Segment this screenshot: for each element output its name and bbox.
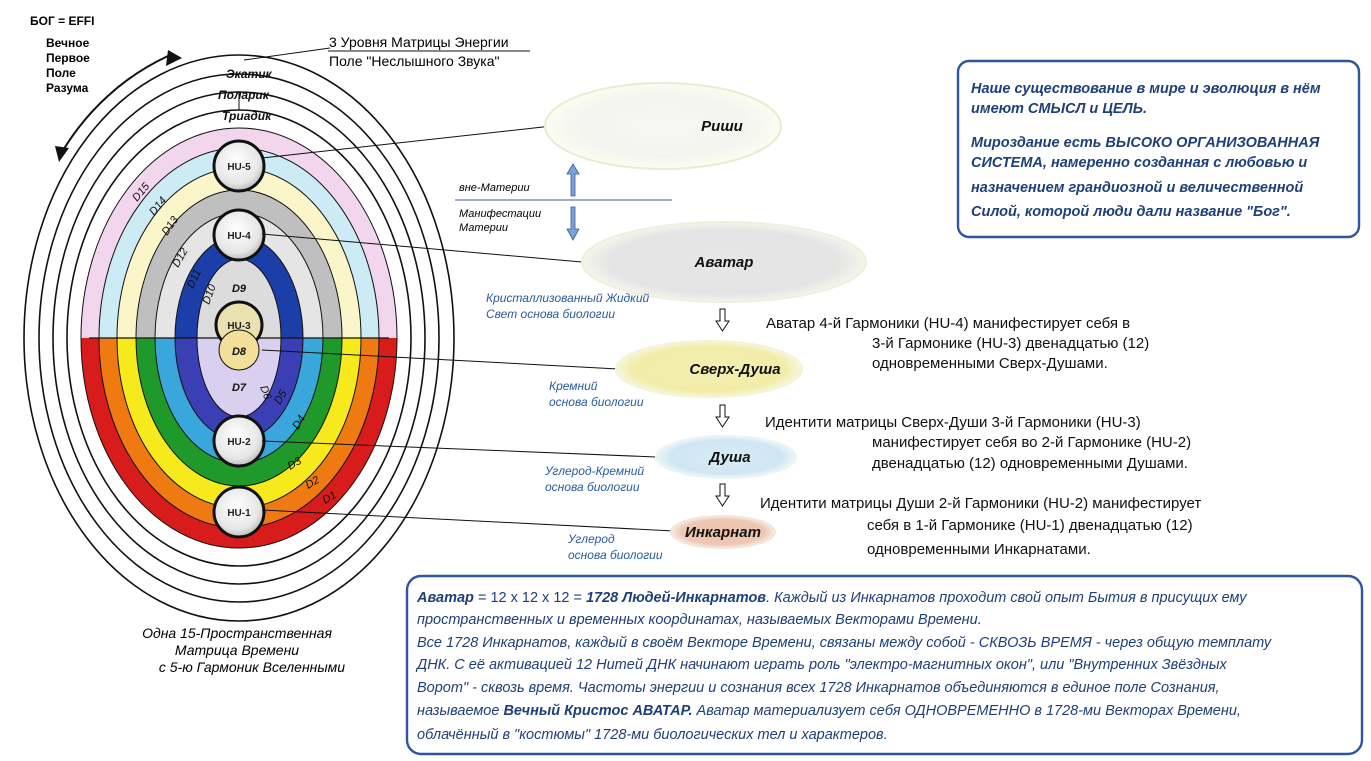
description-line: одновременными Инкарнатами.	[867, 541, 1091, 558]
energy-levels-title: 3 Уровня Матрицы Энергии Поле "Неслышног…	[243, 34, 530, 69]
avatar-text: . Каждый из Инкарнатов проходит свой опы…	[766, 590, 1247, 606]
side-label-line: основа биологии	[549, 395, 644, 409]
description-line: двенадцатью (12) одновременными Душами.	[872, 455, 1188, 472]
matrix-caption-line: Матрица Времени	[175, 642, 299, 658]
avatar-formula: = 12 x 12 x 12 =	[474, 590, 586, 606]
down-arrow-icon	[566, 206, 580, 241]
matrix-caption-line: Одна 15-Пространственная	[142, 625, 332, 641]
avatar-explanation-line: Аватар = 12 x 12 x 12 = 1728 Людей-Инкар…	[416, 590, 1247, 606]
god-header: БОГ = EFFI Вечное Первое Поле Разума	[30, 14, 94, 95]
avatar-term: Аватар	[416, 590, 474, 606]
ring-label-polarik: Поларик	[218, 88, 270, 102]
avatar-text: называемое	[417, 703, 503, 719]
level-label: Риши	[701, 118, 743, 135]
down-arrow-icon	[715, 404, 730, 428]
god-subtitle-line: Первое	[46, 51, 90, 65]
avatar-explanation-box: Аватар = 12 x 12 x 12 = 1728 Людей-Инкар…	[405, 574, 1364, 756]
energy-title-line: Поле "Неслышного Звука"	[329, 53, 500, 69]
avatar-text: Аватар материализует себя ОДНОВРЕМЕННО в…	[693, 703, 1241, 719]
purpose-box: Наше существование в мире и эволюция в н…	[956, 59, 1361, 239]
rotation-arrow	[55, 50, 182, 162]
harmonic-label: HU-1	[227, 508, 251, 519]
level-oversoul	[615, 340, 803, 398]
purpose-line: Силой, которой люди дали название "Бог".	[971, 204, 1291, 220]
dim-label-center: D7	[232, 382, 247, 394]
up-arrow-icon	[566, 163, 580, 197]
energy-title-line: 3 Уровня Матрицы Энергии	[329, 34, 509, 50]
level-soul	[655, 435, 797, 479]
side-label-line: Углерод-Кремний	[544, 464, 644, 478]
christos-avatar-term: Вечный Кристос АВАТАР.	[503, 703, 692, 719]
description-line: Аватар 4-й Гармоники (HU-4) манифестируе…	[766, 315, 1130, 332]
description-line: манифестирует себя во 2-й Гармонике (HU-…	[872, 434, 1191, 451]
harmonic-label: HU-4	[227, 231, 251, 242]
level-label: Аватар	[694, 254, 754, 271]
level-label: Душа	[707, 449, 750, 466]
level-avatar	[581, 221, 867, 303]
description-line: Идентити матрицы Души 2-й Гармоники (HU-…	[760, 495, 1201, 512]
connector-lines	[261, 125, 675, 532]
down-arrow-icon	[715, 483, 730, 507]
description-line: Идентити матрицы Сверх-Души 3-й Гармоник…	[765, 414, 1141, 431]
side-label-line: основа биологии	[568, 548, 663, 562]
dim-label-center: D8	[232, 346, 247, 358]
level-label: Инкарнат	[685, 524, 761, 541]
harmonic-label: HU-3	[227, 321, 251, 332]
avatar-explanation-line: пространственных и временных координатах…	[417, 612, 982, 628]
purpose-line: Мироздание есть ВЫСОКО ОРГАНИЗОВАННАЯ	[971, 135, 1320, 151]
harmonic-label: HU-5	[227, 162, 251, 173]
dim-label-center: D9	[232, 283, 247, 295]
god-title: БОГ = EFFI	[30, 14, 94, 28]
purpose-line: назначением грандиозной и величественной	[971, 180, 1303, 196]
side-label-line: Кристаллизованный Жидкий	[486, 291, 650, 305]
description-line: 3-й Гармонике (HU-3) двенадцатью (12)	[872, 335, 1149, 352]
avatar-explanation-line: называемое Вечный Кристос АВАТАР. Аватар…	[417, 703, 1241, 719]
hierarchy-chain: Риши вне-Материи Манифестации Материи Ав…	[455, 82, 867, 562]
avatar-count: 1728 Людей-Инкарнатов	[586, 590, 766, 606]
matrix-caption-line: с 5-ю Гармоник Вселенными	[159, 659, 345, 675]
avatar-explanation-line: облачённый в "костюмы" 1728-ми биологиче…	[417, 727, 888, 743]
purpose-line: СИСТЕМА, намеренно созданная с любовью и	[971, 155, 1307, 171]
purpose-line: Наше существование в мире и эволюция в н…	[971, 81, 1321, 97]
level-rishi	[544, 82, 782, 170]
side-label-line: основа биологии	[545, 480, 640, 494]
split-below-label: Манифестации	[459, 208, 541, 220]
level-label: Сверх-Душа	[689, 361, 780, 378]
split-above-label: вне-Материи	[459, 182, 530, 194]
avatar-explanation-line: Все 1728 Инкарнатов, каждый в своём Вект…	[417, 635, 1272, 651]
dim-label: D6	[257, 384, 273, 402]
god-subtitle-line: Разума	[46, 81, 89, 95]
god-subtitle-line: Вечное	[46, 36, 90, 50]
ring-label-ekatik: Экатик	[226, 67, 273, 81]
side-label-line: Свет основа биологии	[486, 307, 615, 321]
level-descriptions: Аватар 4-й Гармоники (HU-4) манифестируе…	[760, 315, 1201, 558]
ring-label-triadik: Триадик	[222, 109, 272, 123]
god-subtitle-line: Поле	[46, 66, 76, 80]
description-line: одновременными Сверх-Душами.	[872, 355, 1108, 372]
level-incarnate	[670, 515, 776, 549]
down-arrow-icon	[715, 308, 730, 332]
purpose-line: имеют СМЫСЛ и ЦЕЛЬ.	[971, 101, 1147, 117]
description-line: себя в 1-й Гармонике (HU-1) двенадцатью …	[867, 517, 1193, 534]
harmonic-label: HU-2	[227, 437, 251, 448]
time-matrix-diagram: Экатик Поларик Триадик D15 D14 D13 D12 D…	[23, 54, 455, 675]
avatar-explanation-line: Ворот" - сквозь время. Частоты энергии и…	[417, 680, 1220, 696]
avatar-explanation-line: ДНК. С её активацией 12 Нитей ДНК начина…	[415, 657, 1228, 673]
side-label-line: Углерод	[567, 532, 615, 546]
side-label-line: Кремний	[549, 379, 598, 393]
split-below-label: Материи	[459, 222, 508, 234]
